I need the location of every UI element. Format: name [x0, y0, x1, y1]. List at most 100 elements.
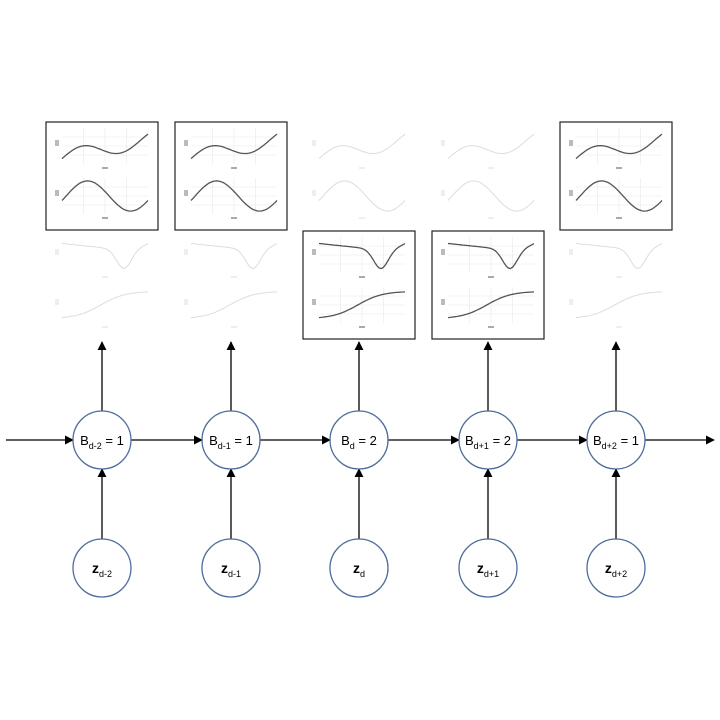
- latent-circle: [458, 538, 518, 598]
- mini-plot: [441, 287, 535, 328]
- chain-layer: [6, 341, 715, 539]
- mini-plot: [441, 180, 535, 219]
- y-axis-mark: [184, 249, 188, 255]
- y-axis-mark: [184, 190, 188, 196]
- curve-sine: [190, 180, 278, 212]
- inactive-curve-panel: [441, 133, 535, 219]
- state-node-d+1: Bd+1 = 2: [458, 410, 518, 470]
- curve-dip: [61, 243, 149, 270]
- curve-dip: [190, 243, 278, 270]
- y-axis-mark: [569, 190, 573, 196]
- curve-sigmoid: [61, 291, 149, 319]
- latent-label: zd+1: [477, 560, 499, 579]
- y-axis-mark: [312, 140, 316, 146]
- latent-circle: [586, 538, 646, 598]
- y-axis-mark: [441, 190, 445, 196]
- curve-wave-rise: [190, 133, 278, 160]
- x-axis-mark: [102, 217, 108, 219]
- latent-node-d-1: zd-1: [201, 538, 261, 598]
- curve-dip: [318, 242, 406, 270]
- y-axis-mark: [312, 299, 316, 305]
- curve-sine: [61, 180, 149, 212]
- latent-node-d-2: zd-2: [72, 538, 132, 598]
- x-axis-mark: [231, 167, 237, 169]
- latent-label: zd+2: [605, 560, 627, 579]
- state-subscript: d-1: [218, 441, 231, 451]
- mini-plot: [569, 243, 663, 278]
- latent-node-d+2: zd+2: [586, 538, 646, 598]
- x-axis-mark: [102, 326, 108, 328]
- state-circle: [201, 410, 261, 470]
- latent-subscript: d+1: [484, 569, 499, 579]
- state-subscript: d-2: [89, 441, 102, 451]
- state-symbol: B: [593, 433, 602, 448]
- state-circle: [458, 410, 518, 470]
- curve-dip: [447, 242, 535, 270]
- state-label: Bd-1 = 1: [209, 433, 253, 451]
- x-axis-mark: [359, 326, 365, 328]
- x-axis-mark: [231, 217, 237, 219]
- y-axis-mark: [312, 190, 316, 196]
- mini-plot: [441, 133, 535, 169]
- x-axis-mark: [102, 167, 108, 169]
- state-subscript: d+2: [602, 441, 617, 451]
- state-subscript: d: [350, 441, 355, 451]
- y-axis-mark: [569, 299, 573, 305]
- x-axis-mark: [616, 217, 622, 219]
- curve-wave-rise: [61, 133, 149, 160]
- latent-node-d+1: zd+1: [458, 538, 518, 598]
- panel-frame: [174, 121, 288, 231]
- y-axis-mark: [55, 299, 59, 305]
- state-node-d-1: Bd-1 = 1: [201, 410, 261, 470]
- x-axis-mark: [488, 276, 494, 278]
- mini-plot: [569, 178, 663, 219]
- state-symbol: B: [341, 433, 350, 448]
- state-node-d+2: Bd+2 = 1: [586, 410, 646, 470]
- active-curve-panel: [174, 121, 288, 231]
- x-axis-mark: [102, 276, 108, 278]
- mini-plot: [184, 243, 278, 278]
- x-axis-mark: [231, 276, 237, 278]
- y-axis-mark: [184, 140, 188, 146]
- x-axis-mark: [488, 217, 494, 219]
- x-axis-mark: [616, 326, 622, 328]
- state-label: Bd-2 = 1: [80, 433, 124, 451]
- curve-sine: [318, 180, 406, 212]
- state-node-d-2: Bd-2 = 1: [72, 410, 132, 470]
- latent-label: zd: [353, 560, 365, 579]
- curve-sigmoid: [575, 291, 663, 319]
- inactive-curve-panel: [184, 243, 278, 328]
- curve-wave-rise: [318, 133, 406, 159]
- curve-sigmoid: [447, 291, 535, 319]
- active-curve-panel: [431, 230, 545, 340]
- x-axis-mark: [616, 276, 622, 278]
- x-axis-mark: [359, 167, 365, 169]
- curve-sigmoid: [318, 291, 406, 319]
- latent-node-d: zd: [329, 538, 389, 598]
- x-axis-mark: [359, 217, 365, 219]
- state-label: Bd+1 = 2: [465, 433, 511, 451]
- state-value: = 1: [617, 433, 639, 448]
- curve-dip: [575, 243, 663, 270]
- latent-symbol: z: [605, 560, 612, 576]
- latent-subscript: d+2: [612, 569, 627, 579]
- y-axis-mark: [55, 249, 59, 255]
- mini-plot: [184, 128, 278, 169]
- latent-label: zd-2: [92, 560, 112, 579]
- mini-plot: [55, 291, 149, 328]
- state-node-d: Bd = 2: [329, 410, 389, 470]
- mini-plot: [569, 128, 663, 169]
- state-value: = 1: [231, 433, 253, 448]
- inactive-curve-panel: [55, 243, 149, 328]
- state-circle: [586, 410, 646, 470]
- panel-frame: [302, 230, 416, 340]
- mini-plot: [312, 180, 406, 219]
- latent-subscript: d: [360, 569, 365, 579]
- x-axis-mark: [359, 276, 365, 278]
- y-axis-mark: [441, 249, 445, 255]
- y-axis-mark: [569, 140, 573, 146]
- state-label: Bd = 2: [341, 433, 377, 451]
- latent-symbol: z: [92, 560, 99, 576]
- latent-circle: [201, 538, 261, 598]
